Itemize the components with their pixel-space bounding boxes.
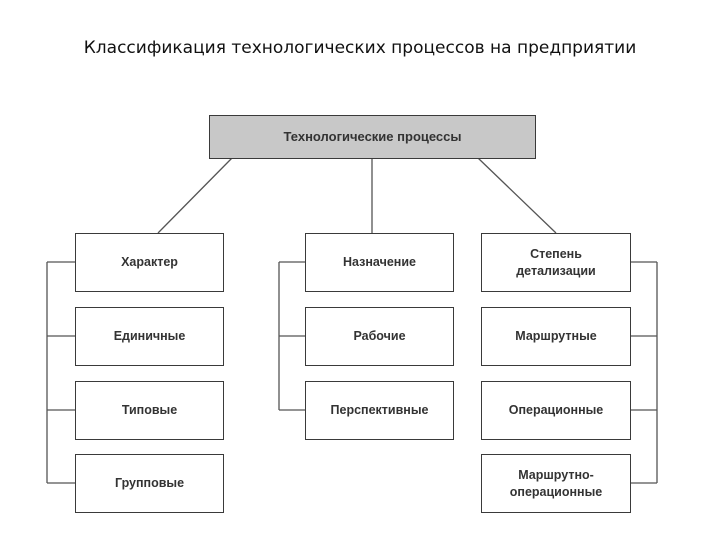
root-box: Технологические процессы (209, 115, 536, 159)
item-box: Групповые (75, 454, 224, 513)
item-box: Маршрутные (481, 307, 631, 366)
item-box: Операционные (481, 381, 631, 440)
item-box: Рабочие (305, 307, 454, 366)
connector-root-col1 (157, 157, 233, 234)
item-box: Единичные (75, 307, 224, 366)
column-header-box: Характер (75, 233, 224, 292)
item-box: Перспективные (305, 381, 454, 440)
column-header-box: Назначение (305, 233, 454, 292)
item-box: Маршрутно- операционные (481, 454, 631, 513)
diagram-title: Классификация технологических процессов … (83, 38, 637, 58)
column-header-box: Степень детализации (481, 233, 631, 292)
item-box: Типовые (75, 381, 224, 440)
connector-root-col3 (477, 157, 557, 234)
